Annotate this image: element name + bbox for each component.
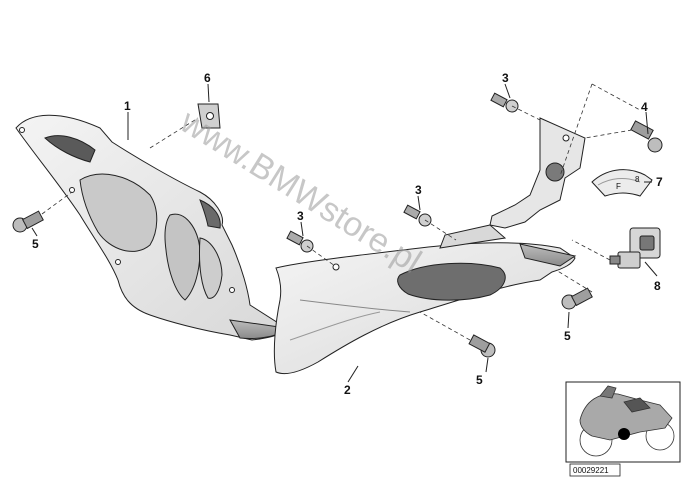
assembly-lines <box>41 83 641 341</box>
callout-7: 7 <box>656 175 663 189</box>
lower-fairing-panel <box>273 236 577 375</box>
callout-3-top: 3 <box>502 71 509 85</box>
screw-5-lower-middle <box>468 334 496 358</box>
side-fairing-panel <box>15 114 287 341</box>
callout-8: 8 <box>654 279 661 293</box>
socket-connector <box>609 227 661 269</box>
reference-box <box>569 463 621 477</box>
callout-3-left: 3 <box>297 209 304 223</box>
screw-5-right <box>561 287 593 310</box>
svg-text:8: 8 <box>635 175 640 184</box>
mounting-bracket <box>439 117 586 249</box>
screw-4 <box>630 120 663 153</box>
leader-lines <box>31 83 658 383</box>
location-inset <box>565 381 681 463</box>
callout-2: 2 <box>344 383 351 397</box>
callout-5-left: 5 <box>32 237 39 251</box>
svg-text:F: F <box>616 182 621 191</box>
callout-5-right: 5 <box>564 329 571 343</box>
clip-nut <box>197 103 221 129</box>
location-marker <box>618 428 630 440</box>
screw-3-middle <box>403 204 432 227</box>
callout-4: 4 <box>641 100 648 114</box>
callout-5-lower-middle: 5 <box>476 373 483 387</box>
cover-plate: F 8 <box>591 169 653 197</box>
callout-1: 1 <box>124 99 131 113</box>
screw-3-left <box>286 230 314 253</box>
screw-3-top <box>490 92 519 113</box>
motorcycle-silhouette <box>579 385 675 457</box>
callout-3-middle: 3 <box>415 183 422 197</box>
screw-5-left <box>12 210 44 233</box>
callout-6: 6 <box>204 71 211 85</box>
reference-number: 00029221 <box>573 466 609 475</box>
